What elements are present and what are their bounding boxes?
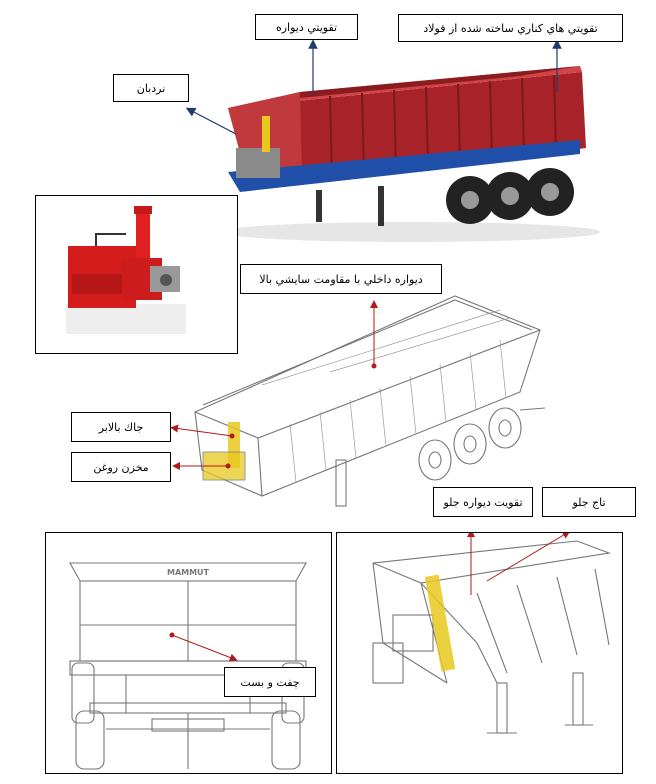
label-front-crown: تاج جلو bbox=[542, 487, 636, 517]
hydraulic-pump-image bbox=[66, 206, 186, 334]
arrow-lift-jack bbox=[170, 424, 233, 437]
label-ladder: نردبان bbox=[113, 74, 189, 102]
hydraulic-pump-panel bbox=[35, 195, 238, 354]
front-detail-drawing bbox=[372, 533, 612, 734]
rear-view-drawing: MAMMUT bbox=[69, 562, 307, 770]
label-latch-lock: چفت و بست bbox=[224, 667, 316, 697]
mammut-logo: MAMMUT bbox=[167, 568, 210, 577]
front-detail-panel bbox=[336, 532, 623, 774]
trailer-line-drawing-middle bbox=[194, 295, 546, 507]
label-oil-tank: مخزن روغن bbox=[71, 452, 171, 482]
label-steel-edge-reinforcement: تقويتي هاي كناري ساخته شده از فولاد bbox=[398, 14, 623, 42]
rear-view-panel: MAMMUT bbox=[45, 532, 332, 774]
arrow-ladder bbox=[185, 107, 237, 135]
red-tipper-trailer-photo bbox=[220, 66, 600, 242]
label-wall-reinforcement: تقويتي ديواره bbox=[255, 14, 358, 40]
label-front-wall-reinforcement: تقويت ديواره جلو bbox=[433, 487, 533, 517]
label-lift-jack: جاك بالابر bbox=[71, 412, 171, 442]
label-inner-wall: ديواره داخلي با مقاومت سايشي بالا bbox=[240, 264, 442, 294]
arrow-latch-lock bbox=[171, 634, 238, 662]
arrow-front-crown bbox=[486, 533, 571, 582]
